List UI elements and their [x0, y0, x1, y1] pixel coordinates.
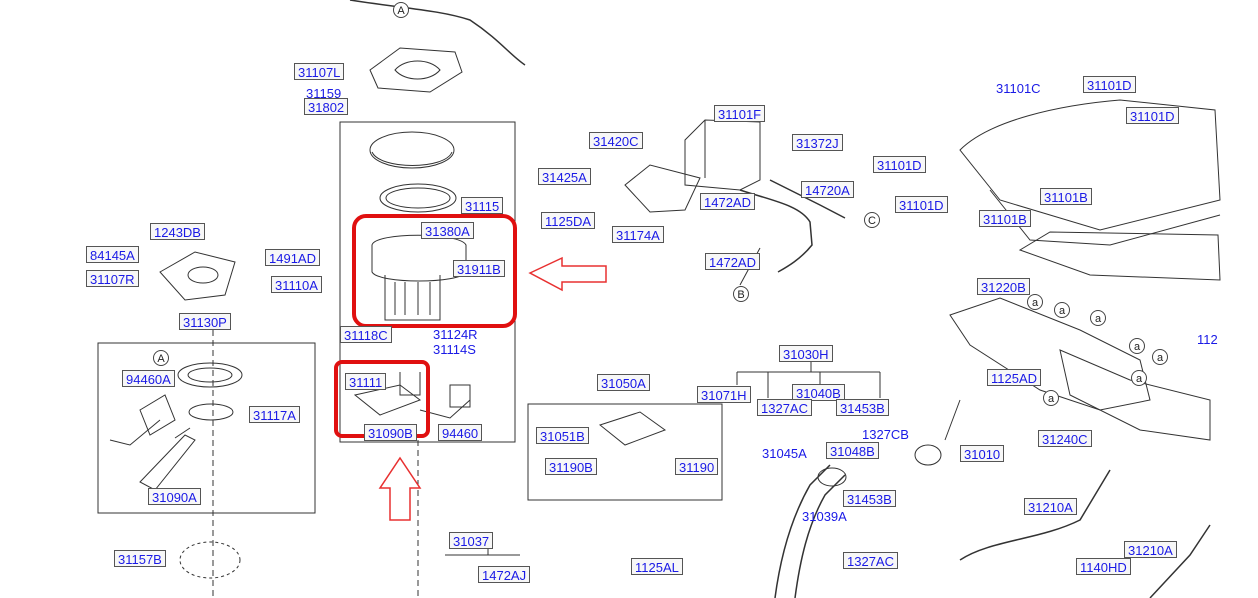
part-label-31124R: 31124R	[433, 327, 478, 342]
callout-a-5: a	[1152, 349, 1168, 365]
callout-A-top: A	[393, 2, 409, 18]
part-label-31051B: 31051B	[536, 427, 589, 444]
highlight-pump-box	[352, 214, 517, 328]
part-label-14720A: 14720A	[801, 181, 854, 198]
part-label-31372J: 31372J	[792, 134, 843, 151]
part-label-31174A: 31174A	[612, 226, 664, 243]
callout-a-6: a	[1043, 390, 1059, 406]
callout-a-1: a	[1027, 294, 1043, 310]
part-label-31380A: 31380A	[421, 222, 474, 239]
part-label-31050A: 31050A	[597, 374, 650, 391]
part-label-31101D-top: 31101D	[1083, 76, 1136, 93]
part-label-31048B: 31048B	[826, 442, 879, 459]
part-label-31115: 31115	[461, 197, 504, 214]
part-label-31111: 31111	[345, 373, 387, 390]
part-label-31425A: 31425A	[538, 168, 591, 185]
callout-B: B	[733, 286, 749, 302]
part-label-31090B: 31090B	[364, 424, 417, 441]
part-label-31210A-right: 31210A	[1124, 541, 1177, 558]
part-label-1327AC-upper: 1327AC	[757, 399, 812, 416]
part-label-31453B-upper: 31453B	[836, 399, 889, 416]
part-label-1327CB: 1327CB	[862, 427, 909, 442]
part-label-31114S: 31114S	[433, 342, 476, 357]
part-label-31240C: 31240C	[1038, 430, 1092, 447]
part-label-1472AD-upper: 1472AD	[700, 193, 755, 210]
part-label-31220B: 31220B	[977, 278, 1030, 295]
part-label-31090A: 31090A	[148, 488, 201, 505]
part-label-1491AD: 1491AD	[265, 249, 320, 266]
part-label-31030H: 31030H	[779, 345, 833, 362]
part-label-31110A: 31110A	[271, 276, 322, 293]
part-label-31107L: 31107L	[294, 63, 345, 80]
part-label-1125AL: 1125AL	[631, 558, 683, 575]
arrow-left-indicator	[528, 256, 607, 292]
part-label-1140HD: 1140HD	[1076, 558, 1131, 575]
part-label-31101D-left: 31101D	[873, 156, 926, 173]
part-label-31101B-upper: 31101B	[1040, 188, 1092, 205]
callout-A-left: A	[153, 350, 169, 366]
part-label-31117A: 31117A	[249, 406, 300, 423]
part-label-31101F: 31101F	[714, 105, 766, 122]
callout-a-7: a	[1131, 370, 1147, 386]
part-label-94460: 94460	[438, 424, 483, 441]
part-label-31420C: 31420C	[589, 132, 643, 149]
part-label-31101D-right: 31101D	[1126, 107, 1179, 124]
part-label-31040B: 31040B	[792, 384, 845, 401]
part-label-31453B-lower: 31453B	[843, 490, 896, 507]
part-label-31190B: 31190B	[545, 458, 597, 475]
part-label-1327AC-lower: 1327AC	[843, 552, 898, 569]
part-label-1125AD: 1125AD	[987, 369, 1042, 386]
callout-C: C	[864, 212, 880, 228]
part-label-31107R: 31107R	[86, 270, 139, 287]
part-label-31157B: 31157B	[114, 550, 166, 567]
part-label-94460A: 94460A	[122, 370, 175, 387]
part-label-31210A: 31210A	[1024, 498, 1077, 515]
part-label-31010: 31010	[960, 445, 1005, 462]
callout-a-3: a	[1090, 310, 1106, 326]
callout-a-4: a	[1129, 338, 1145, 354]
part-label-31101D-lower: 31101D	[895, 196, 948, 213]
part-label-1243DB: 1243DB	[150, 223, 205, 240]
part-label-31101C: 31101C	[996, 81, 1041, 96]
part-label-31071H: 31071H	[697, 386, 751, 403]
part-label-1472AJ: 1472AJ	[478, 566, 531, 583]
part-label-31118C: 31118C	[340, 326, 392, 343]
part-label-84145A: 84145A	[86, 246, 139, 263]
part-label-31190: 31190	[675, 458, 719, 475]
part-label-31039A: 31039A	[802, 509, 847, 524]
part-label-1472AD-lower: 1472AD	[705, 253, 760, 270]
part-label-31045A: 31045A	[762, 446, 807, 461]
part-label-31130P: 31130P	[179, 313, 231, 330]
part-label-112-cutoff: 112	[1197, 332, 1218, 347]
part-label-31802: 31802	[304, 98, 349, 115]
part-label-31159: 31159	[306, 86, 342, 101]
arrow-up-indicator	[378, 456, 422, 521]
callout-a-2: a	[1054, 302, 1070, 318]
part-label-31911B: 31911B	[453, 260, 505, 277]
part-label-1125DA: 1125DA	[541, 212, 596, 229]
part-label-31101B-lower: 31101B	[979, 210, 1031, 227]
part-label-31037: 31037	[449, 532, 494, 549]
